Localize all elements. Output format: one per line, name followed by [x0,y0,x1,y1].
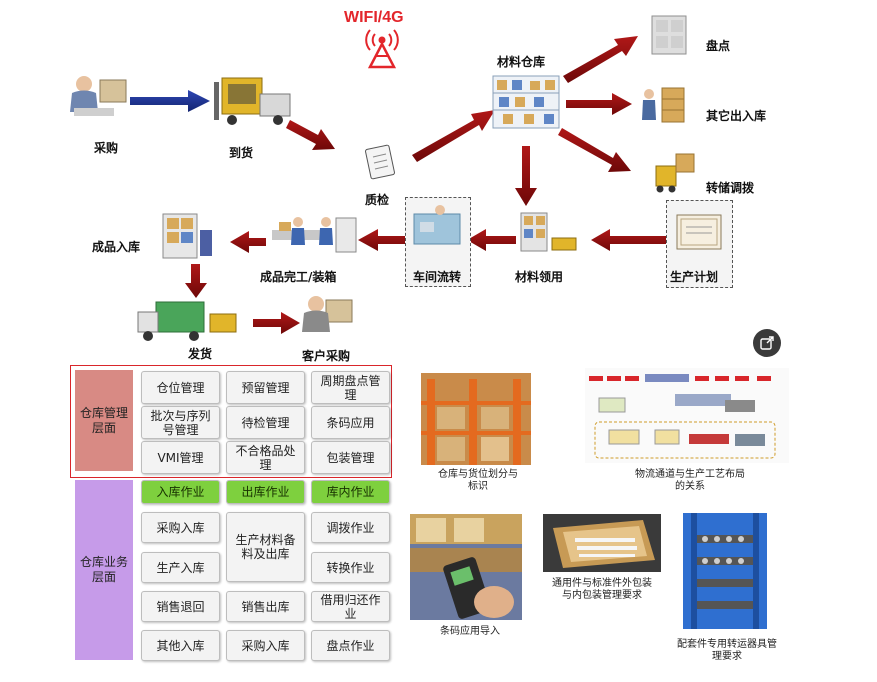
stocktake-boxes-icon [651,15,687,55]
ops-internal-cell: 转换作业 [311,552,390,583]
arrow-finishedin-shipping [185,264,207,298]
arrow-plan-pick [591,229,668,251]
plan-certificate-icon [676,214,722,250]
caption-packaging: 通用件与标准件外包装 与内包装管理要求 [552,578,652,601]
arrow-warehouse-stocktake [563,36,638,83]
purchase-person-icon [70,76,127,116]
label-arrival: 到货 [229,146,254,160]
ops-inbound-cell: 销售退回 [141,591,220,622]
arrival-truck-icon [214,77,291,125]
photo-packaging-box [543,514,661,572]
warehouse-shelf-icon [492,75,560,129]
arrow-packing-finishedin [230,231,266,253]
arrow-arrival-inspection [286,120,335,150]
ops-header: 入库作业 [141,480,220,504]
ops-header: 库内作业 [311,480,390,504]
flow-arrows [70,15,695,341]
mgmt-cell: 条码应用 [311,406,390,439]
photo-barcode-scanner [410,514,522,620]
label-finished-packing: 成品完工/装箱 [260,270,337,284]
arrow-inspection-warehouse [412,110,495,162]
arrow-warehouse-pick [515,146,537,206]
arrow-shipping-customer [253,312,300,334]
mgmt-cell: 仓位管理 [141,371,220,404]
ops-layer-title: 仓库业务 层面 [75,480,133,660]
share-image-button[interactable] [753,329,781,357]
customer-person-icon [302,296,353,332]
mgmt-cell: 预留管理 [226,371,305,404]
arrow-warehouse-transfer [558,128,631,172]
ops-internal-cell: 盘点作业 [311,630,390,661]
photo-kit-rack [683,513,767,629]
packing-workers-icon [272,217,357,253]
mgmt-cell: 包装管理 [311,441,390,474]
wifi-label: WIFI/4G [344,9,404,26]
label-material-pick: 材料领用 [515,270,564,284]
photo-warehouse-racks [421,373,531,465]
workshop-machine-icon [413,205,461,245]
ops-outbound-merged-cell: 生产材料备 料及出库 [226,512,305,582]
production-plan-box [666,200,733,288]
label-production-plan: 生产计划 [670,270,719,284]
ops-outbound-cell: 销售出库 [226,591,305,622]
forklift-icon [655,153,695,193]
shipping-truck-icon [137,301,237,341]
label-transfer: 转储调拨 [706,181,755,195]
mgmt-cell: VMI管理 [141,441,220,474]
material-cart-icon [520,212,577,252]
caption-barcode: 条码应用导入 [440,626,500,637]
mgmt-layer-title: 仓库管理 层面 [75,370,133,471]
share-icon [760,336,774,350]
label-stocktake: 盘点 [706,39,731,53]
caption-slot: 仓库与货位划分与 标识 [438,469,518,492]
ops-inbound-cell: 其他入库 [141,630,220,661]
ops-internal-cell: 借用归还作 业 [311,591,390,622]
mgmt-cell: 不合格品处 理 [226,441,305,474]
label-warehouse: 材料仓库 [497,55,546,69]
label-other-io: 其它出入库 [706,109,767,123]
label-purchase: 采购 [94,141,119,155]
mgmt-cell: 待检管理 [226,406,305,439]
caption-kit: 配套件专用转运器具管 理要求 [677,639,777,662]
finished-goods-icon [162,213,212,259]
photo-logistics-layout [585,368,789,463]
clipboard-icon [365,144,395,180]
arrow-warehouse-otherio [566,93,632,115]
worker-cart-icon [642,87,685,123]
ops-outbound-cell: 采购入库 [226,630,305,661]
arrow-pick-workshop [467,229,516,251]
arrow-workshop-packing [358,229,405,251]
wifi-tower-icon [365,29,399,69]
caption-logistics: 物流通道与生产工艺布局 的关系 [635,469,745,492]
ops-inbound-cell: 生产入库 [141,552,220,583]
ops-internal-cell: 调拨作业 [311,512,390,543]
workshop-flow-box [405,197,471,287]
label-customer-purchase: 客户采购 [302,349,351,363]
label-inspection: 质检 [365,193,390,207]
label-workshop-flow: 车间流转 [413,270,462,284]
mgmt-cell: 批次与序列 号管理 [141,406,220,439]
ops-inbound-cell: 采购入库 [141,512,220,543]
label-finished-in: 成品入库 [92,240,141,254]
label-shipping: 发货 [188,347,213,361]
mgmt-layer-frame [70,365,392,478]
mgmt-cell: 周期盘点管 理 [311,371,390,404]
ops-header: 出库作业 [226,480,305,504]
arrow-purchase-arrival [130,90,210,112]
